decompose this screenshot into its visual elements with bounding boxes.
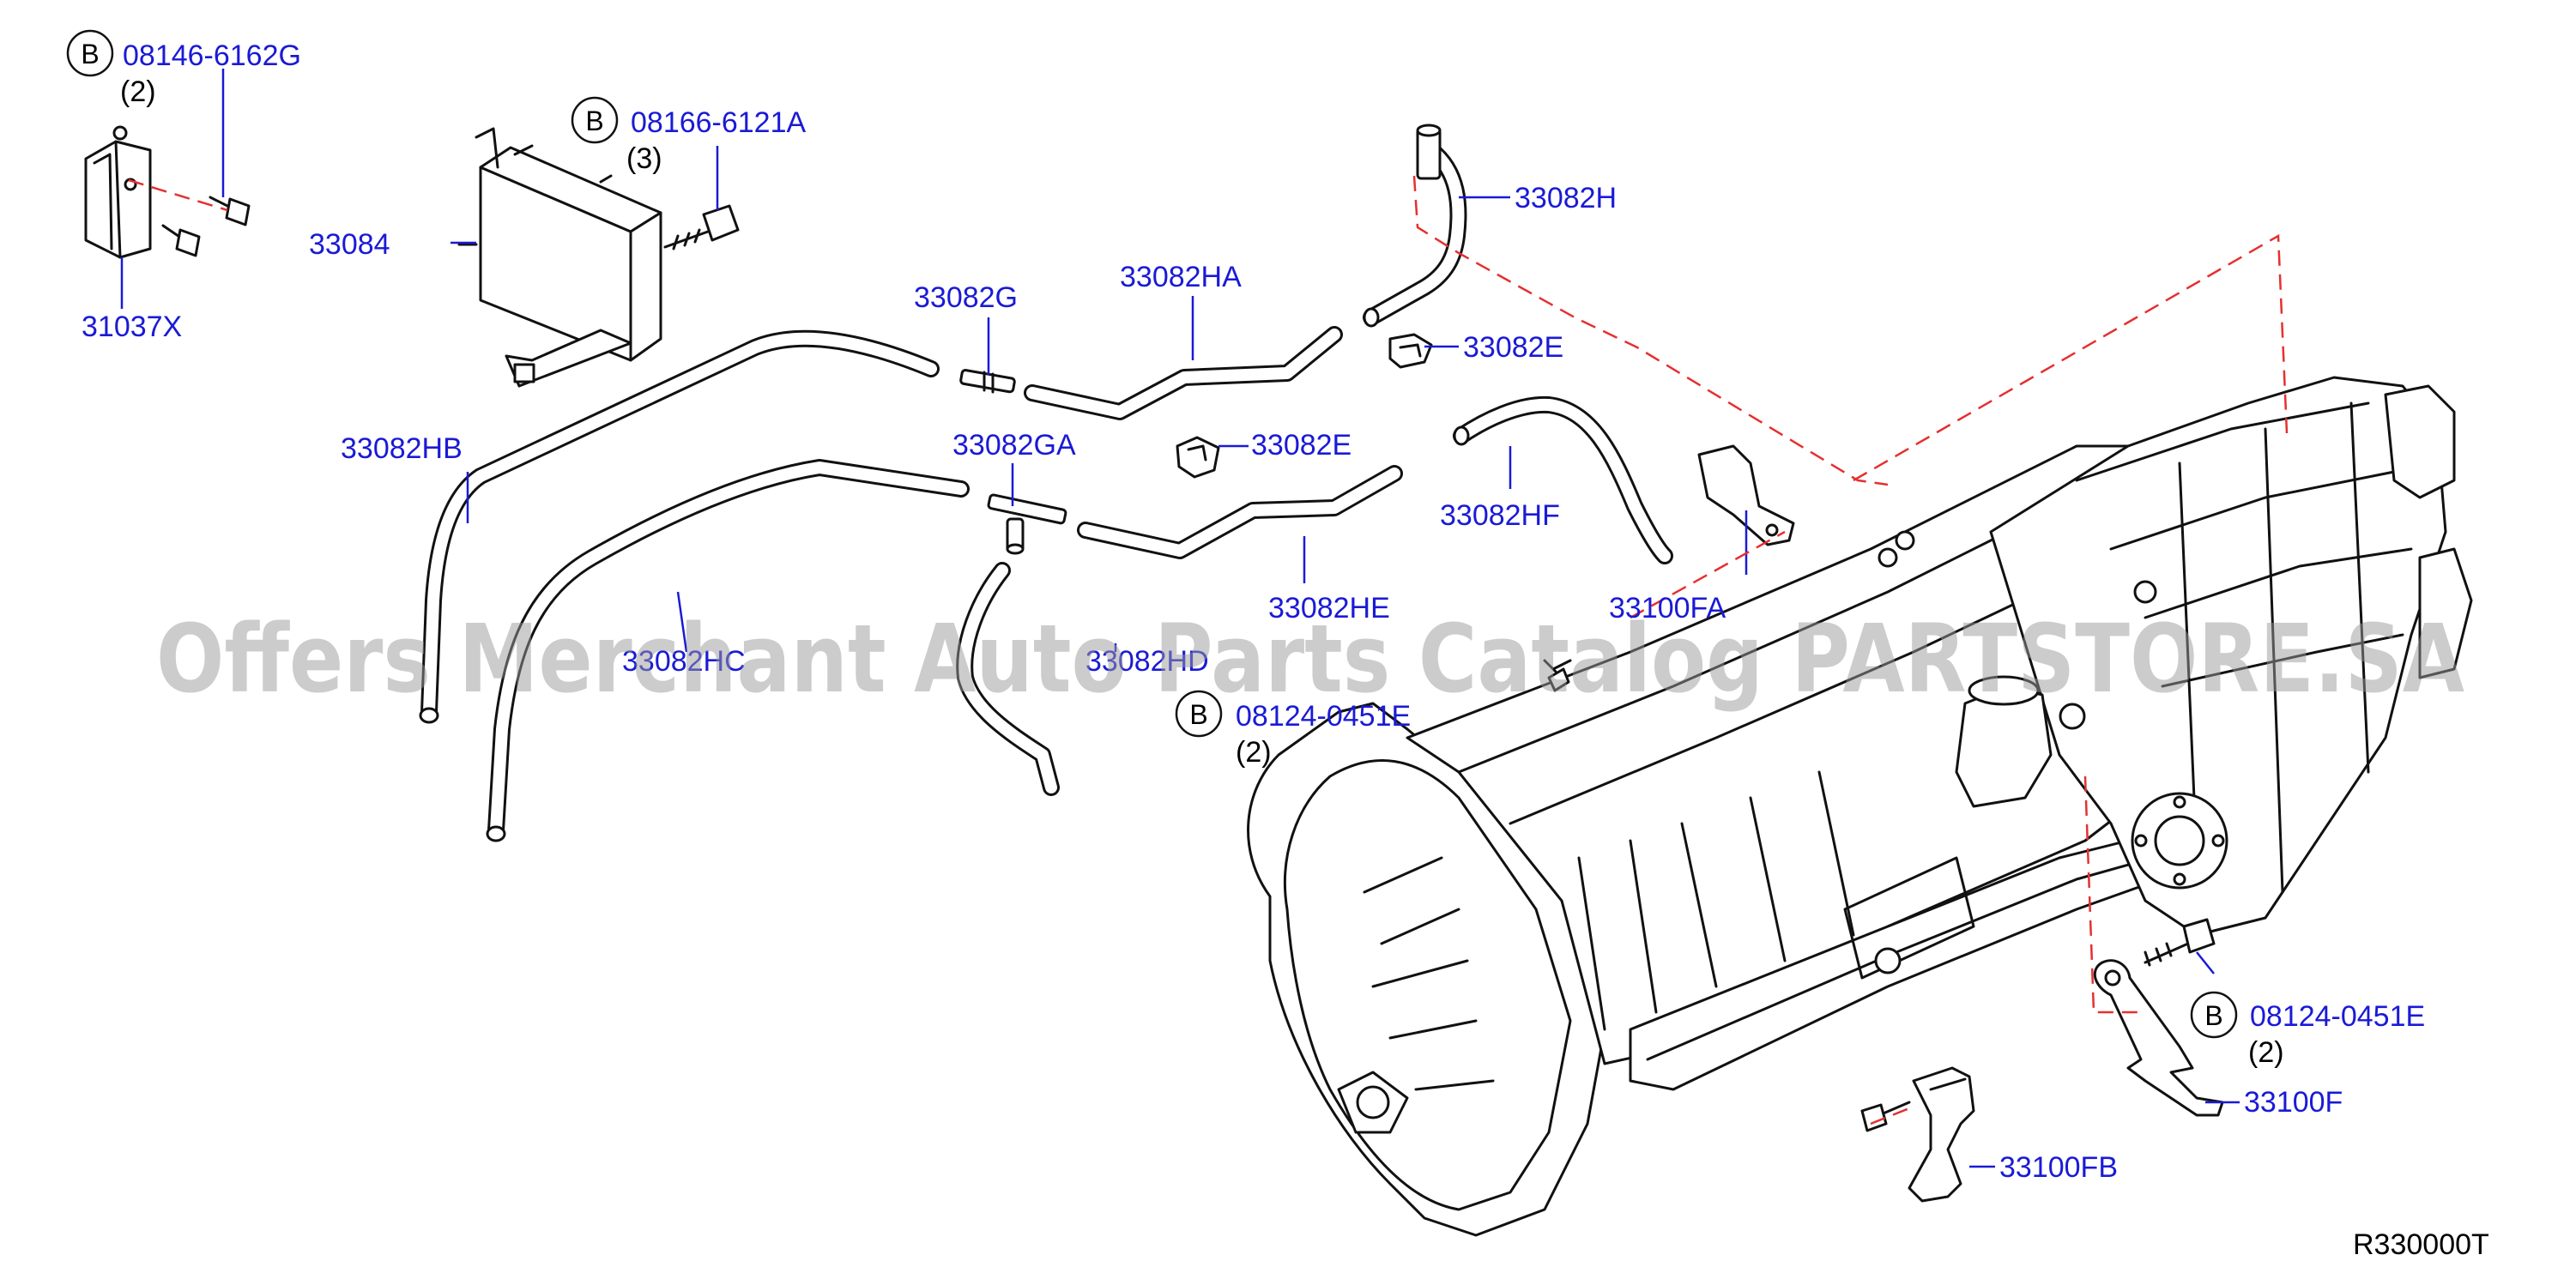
label-08146-6162g[interactable]: 08146-6162G [123,39,301,72]
watermark: Offers Merchant Auto Parts Catalog PARTS… [156,604,2464,714]
clip-33082e-top[interactable] [1388,333,1433,369]
label-31037x[interactable]: 31037X [82,311,182,343]
diagram-reference: R330000T [2353,1228,2489,1261]
transmission-assembly [1247,376,2473,1237]
hose-33082hd[interactable] [956,562,1060,796]
label-33082he[interactable]: 33082HE [1268,592,1390,624]
label-33100f[interactable]: 33100F [2244,1086,2343,1119]
bracket-33100f[interactable] [2093,959,2224,1117]
label-33082h[interactable]: 33082H [1515,182,1617,214]
label-08124-0451e-lower[interactable]: 08124-0451E [2250,1000,2425,1033]
label-33100fa[interactable]: 33100FA [1609,592,1726,624]
hose-33082h[interactable] [1363,142,1467,326]
bolt-08166-6121a[interactable] [663,204,740,250]
label-33082g[interactable]: 33082G [914,281,1018,314]
badge-b2: B [571,96,619,144]
badge-b3: B [1175,690,1223,738]
label-33082e-top[interactable]: 33082E [1463,331,1563,364]
control-module-33084[interactable] [457,127,662,388]
label-33082ga[interactable]: 33082GA [952,429,1076,462]
label-33082hc[interactable]: 33082HC [622,645,746,678]
hose-33082hc[interactable] [487,459,970,839]
bolt-08124-0451e-lower[interactable] [2144,918,2216,967]
label-33100fb[interactable]: 33100FB [1999,1151,2118,1184]
bolt-33100fb[interactable] [1860,1101,1911,1132]
label-33084[interactable]: 33084 [309,228,390,261]
bracket-31037x[interactable] [84,125,152,259]
hose-33082he[interactable] [1077,465,1403,559]
badge-b1: B [66,29,114,77]
label-33082hd[interactable]: 33082HD [1085,645,1209,678]
hose-33082ha[interactable] [1024,326,1343,420]
leader-lines [120,69,2240,1168]
label-33082ha[interactable]: 33082HA [1120,261,1242,293]
hose-ends [419,124,1470,842]
qty-08166-6121a: (3) [626,142,662,175]
svg-text:B: B [2204,1000,2222,1031]
qty-08124-0451e-lower: (2) [2248,1036,2284,1069]
bolt-08146-6162g[interactable] [161,196,251,257]
hose-33082hb[interactable] [420,329,940,721]
badge-b4: B [2190,991,2238,1039]
hose-33082hf[interactable] [1453,395,1673,564]
label-08166-6121a[interactable]: 08166-6121A [631,106,807,139]
label-33082e-mid[interactable]: 33082E [1251,429,1351,462]
label-33082hb[interactable]: 33082HB [341,432,463,465]
svg-text:B: B [585,106,603,136]
bracket-33100fa[interactable] [1543,444,1795,692]
connector-33082g[interactable] [959,369,1016,394]
bracket-33100fb[interactable] [1908,1066,1975,1203]
clip-33082e-mid[interactable] [1176,436,1220,479]
svg-text:B: B [1189,699,1207,730]
label-33082hf[interactable]: 33082HF [1440,499,1560,532]
connector-33082ga[interactable] [987,493,1067,555]
qty-08146-6162g: (2) [120,75,156,108]
label-08124-0451e-upper[interactable]: 08124-0451E [1236,700,1411,733]
dashed-location-lines [128,175,2289,1125]
part-labels: 08146-6162G (2) 08166-6121A (3) 33084 31… [82,39,2489,1261]
qty-08124-0451e-upper: (2) [1236,736,1272,769]
svg-text:B: B [81,39,99,69]
